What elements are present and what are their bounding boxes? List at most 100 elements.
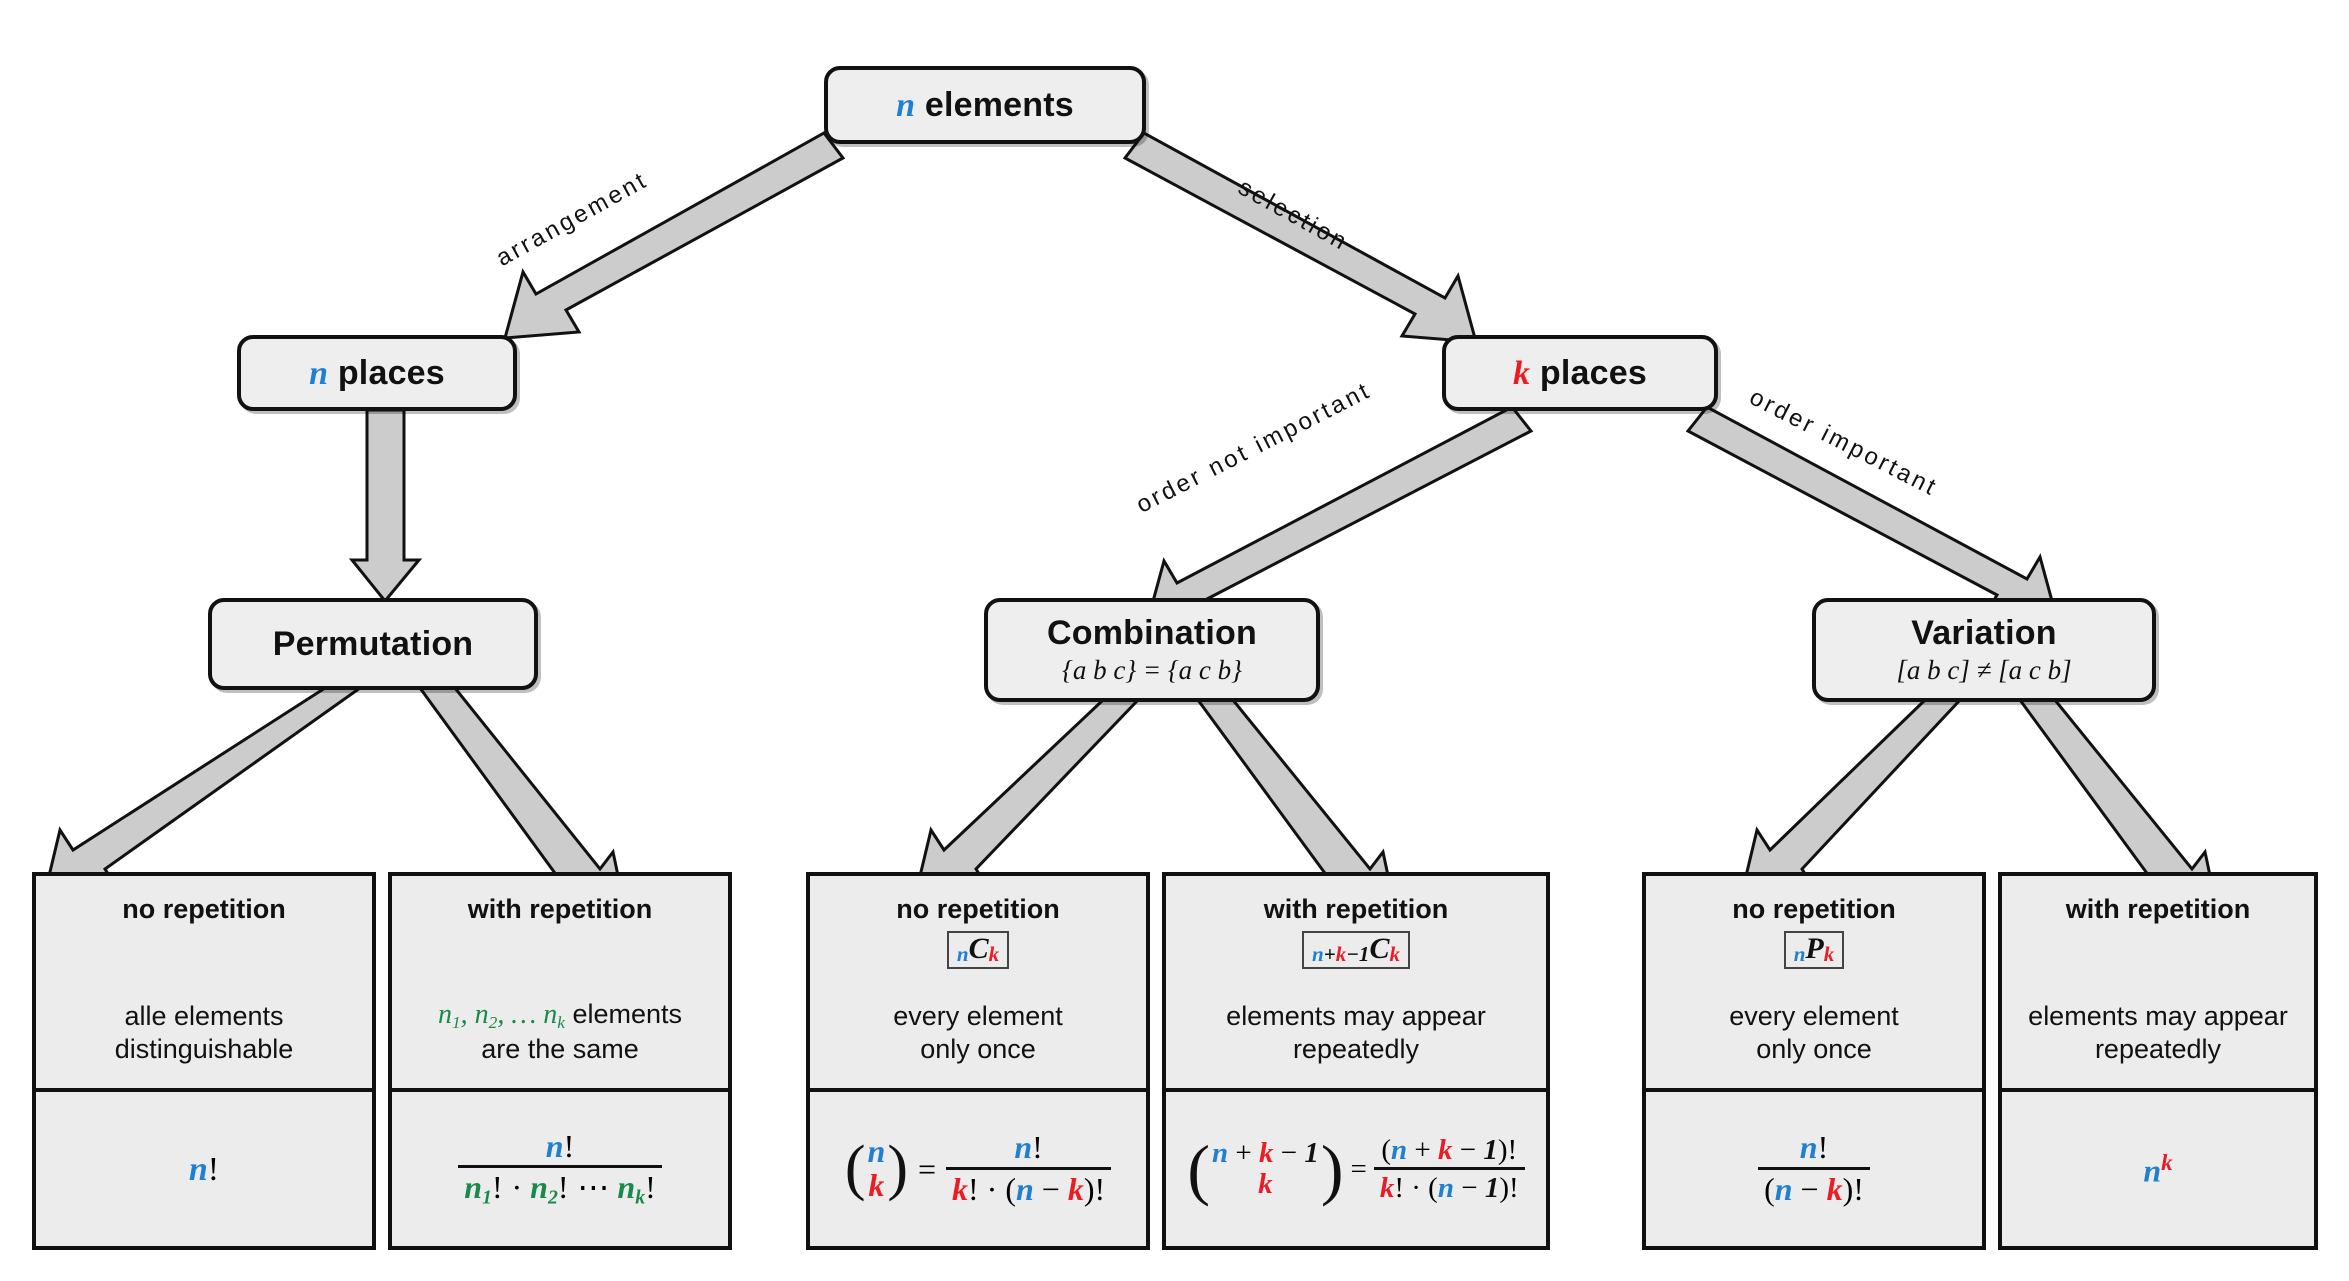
variable-n: n (188, 1150, 208, 1188)
binomial-coefficient: ( n + k − 1 k ) (1187, 1130, 1344, 1207)
node-permutation-title: Permutation (272, 624, 474, 663)
node-combination-title: Combination (1047, 614, 1257, 652)
notation-badge: n+k−1Ck (1302, 931, 1410, 970)
equation: ( n + k − 1 k ) = (n + k − 1)! k! · (n −… (1187, 1130, 1525, 1207)
leaf-head: no repetition (896, 894, 1060, 924)
arrow-n-places-permutation (348, 408, 423, 604)
node-k-places-label: k places (1513, 354, 1647, 393)
fraction-numerator: n! (1799, 1129, 1829, 1166)
notation-nCk: nCk (956, 932, 1000, 967)
binomial-coefficient: ( n k ) (844, 1133, 908, 1203)
notation-badge: nPk (1783, 931, 1845, 970)
factorial-sign: ! (207, 1150, 220, 1188)
node-combination-sub: {a b c} = {a c b} (1062, 655, 1242, 685)
leaf-desc-line1: n1, n2, … nk elements (438, 998, 682, 1033)
fraction: n! n1! · n2! ⋯ nk! (458, 1127, 662, 1209)
leaf-desc-line1: every element (1729, 1001, 1899, 1032)
edge-label-arrangement: arrangement (491, 166, 653, 272)
leaf-comb-no-rep[interactable]: no repetition nCk every element only onc… (806, 872, 1150, 1250)
variable-n: n (896, 86, 916, 124)
node-variation[interactable]: Variation [a b c] ≠ [a c b] (1812, 598, 2156, 702)
leaf-formula: nk (2002, 1092, 2314, 1246)
leaf-formula: ( n + k − 1 k ) = (n + k − 1)! k! · (n −… (1166, 1092, 1546, 1246)
equals-sign: = (1350, 1152, 1367, 1185)
equals-sign: = (917, 1150, 937, 1187)
node-combination[interactable]: Combination {a b c} = {a c b} (984, 598, 1320, 702)
arrow-perm-left (42, 686, 365, 899)
arrow-var-left (1739, 698, 1964, 899)
node-k-places-text: places (1539, 353, 1647, 392)
arrow-order-not-important (1143, 405, 1534, 629)
leaf-desc: alle elements distinguishable (115, 1000, 294, 1066)
leaf-formula: n! (n − k)! (1646, 1092, 1982, 1246)
leaf-comb-with-rep-top: with repetition n+k−1Ck elements may app… (1166, 876, 1546, 1092)
node-n-places-text: places (337, 353, 445, 392)
leaf-perm-with-rep-top: with repetition n1, n2, … nk elements ar… (392, 876, 728, 1092)
node-n-elements-label: n elements (896, 86, 1074, 125)
leaf-desc-word: elements (572, 999, 683, 1030)
fraction-denominator: (n − k)! (1758, 1167, 1870, 1207)
fraction: n! k! · (n − k)! (946, 1129, 1112, 1207)
edge-label-order-not-important: order not important (1131, 376, 1376, 519)
leaf-desc-line1: alle elements (124, 1001, 284, 1032)
arrow-selection (1122, 131, 1479, 344)
leaf-desc-line1: every element (893, 1001, 1063, 1032)
leaf-comb-with-rep[interactable]: with repetition n+k−1Ck elements may app… (1162, 872, 1550, 1250)
power-n-k: nk (2143, 1148, 2173, 1189)
arrow-order-important (1685, 405, 2061, 625)
leaf-desc-line2: are the same (481, 1034, 639, 1065)
equation: ( n k ) = n! k! · (n − k)! (844, 1129, 1112, 1207)
leaf-desc-line2: repeatedly (1292, 1034, 1420, 1065)
leaf-head: with repetition (2065, 894, 2251, 924)
node-permutation[interactable]: Permutation (208, 598, 538, 690)
node-n-elements[interactable]: n elements (824, 66, 1146, 144)
leaf-perm-no-rep-top: no repetition alle elements distinguisha… (36, 876, 372, 1092)
leaf-desc-line1: elements may appear (2028, 1001, 2288, 1032)
leaf-formula: n! n1! · n2! ⋯ nk! (392, 1092, 728, 1246)
fraction-numerator: n! (1014, 1129, 1043, 1166)
variable-k: k (1513, 354, 1531, 392)
leaf-head: with repetition (1263, 894, 1449, 924)
leaf-var-no-rep[interactable]: no repetition nPk every element only onc… (1642, 872, 1986, 1250)
leaf-formula: ( n k ) = n! k! · (n − k)! (810, 1092, 1146, 1246)
leaf-head: no repetition (1732, 894, 1896, 924)
leaf-perm-with-rep[interactable]: with repetition n1, n2, … nk elements ar… (388, 872, 732, 1250)
node-k-places[interactable]: k places (1442, 335, 1718, 411)
leaf-perm-no-rep[interactable]: no repetition alle elements distinguisha… (32, 872, 376, 1250)
node-n-elements-text: elements (924, 85, 1074, 124)
fraction-denominator: k! · (n − k)! (946, 1167, 1112, 1207)
fraction-denominator: n1! · n2! ⋯ nk! (458, 1165, 662, 1208)
leaf-desc-line2: repeatedly (2094, 1034, 2222, 1065)
fraction: n! (n − k)! (1758, 1131, 1870, 1206)
fraction-denominator: k! · (n − 1)! (1373, 1167, 1525, 1203)
notation-npk1Ck: n+k−1Ck (1312, 932, 1400, 967)
group-sizes: n1, n2, … nk (437, 999, 565, 1032)
edge-label-selection: selection (1233, 173, 1354, 257)
leaf-var-no-rep-top: no repetition nPk every element only onc… (1646, 876, 1982, 1092)
leaf-comb-no-rep-top: no repetition nCk every element only onc… (810, 876, 1146, 1092)
leaf-desc: n1, n2, … nk elements are the same (438, 998, 682, 1066)
edge-label-order-important: order important (1745, 383, 1943, 502)
fraction: (n + k − 1)! k! · (n − 1)! (1373, 1133, 1525, 1204)
leaf-desc: every element only once (893, 1000, 1063, 1066)
node-n-places-label: n places (309, 354, 445, 393)
leaf-desc: elements may appear repeatedly (2028, 1000, 2288, 1066)
leaf-desc-line2: distinguishable (114, 1034, 294, 1065)
leaf-desc-line1: elements may appear (1226, 1001, 1486, 1032)
node-n-places[interactable]: n places (237, 335, 517, 411)
leaf-var-with-rep-top: with repetition elements may appear repe… (2002, 876, 2314, 1092)
fraction-numerator: n! (545, 1127, 575, 1164)
leaf-desc-line2: only once (1756, 1034, 1872, 1065)
arrow-comb-left (913, 698, 1142, 899)
leaf-formula: n! (36, 1092, 372, 1246)
variable-n: n (309, 354, 329, 392)
leaf-desc-line2: only once (920, 1034, 1036, 1065)
leaf-head: no repetition (122, 894, 286, 924)
node-variation-title: Variation (1911, 614, 2057, 652)
leaf-desc: elements may appear repeatedly (1226, 1000, 1486, 1066)
fraction-numerator: (n + k − 1)! (1381, 1133, 1518, 1166)
leaf-var-with-rep[interactable]: with repetition elements may appear repe… (1998, 872, 2318, 1250)
leaf-desc: every element only once (1729, 1000, 1899, 1066)
node-variation-sub: [a b c] ≠ [a c b] (1896, 655, 2072, 685)
